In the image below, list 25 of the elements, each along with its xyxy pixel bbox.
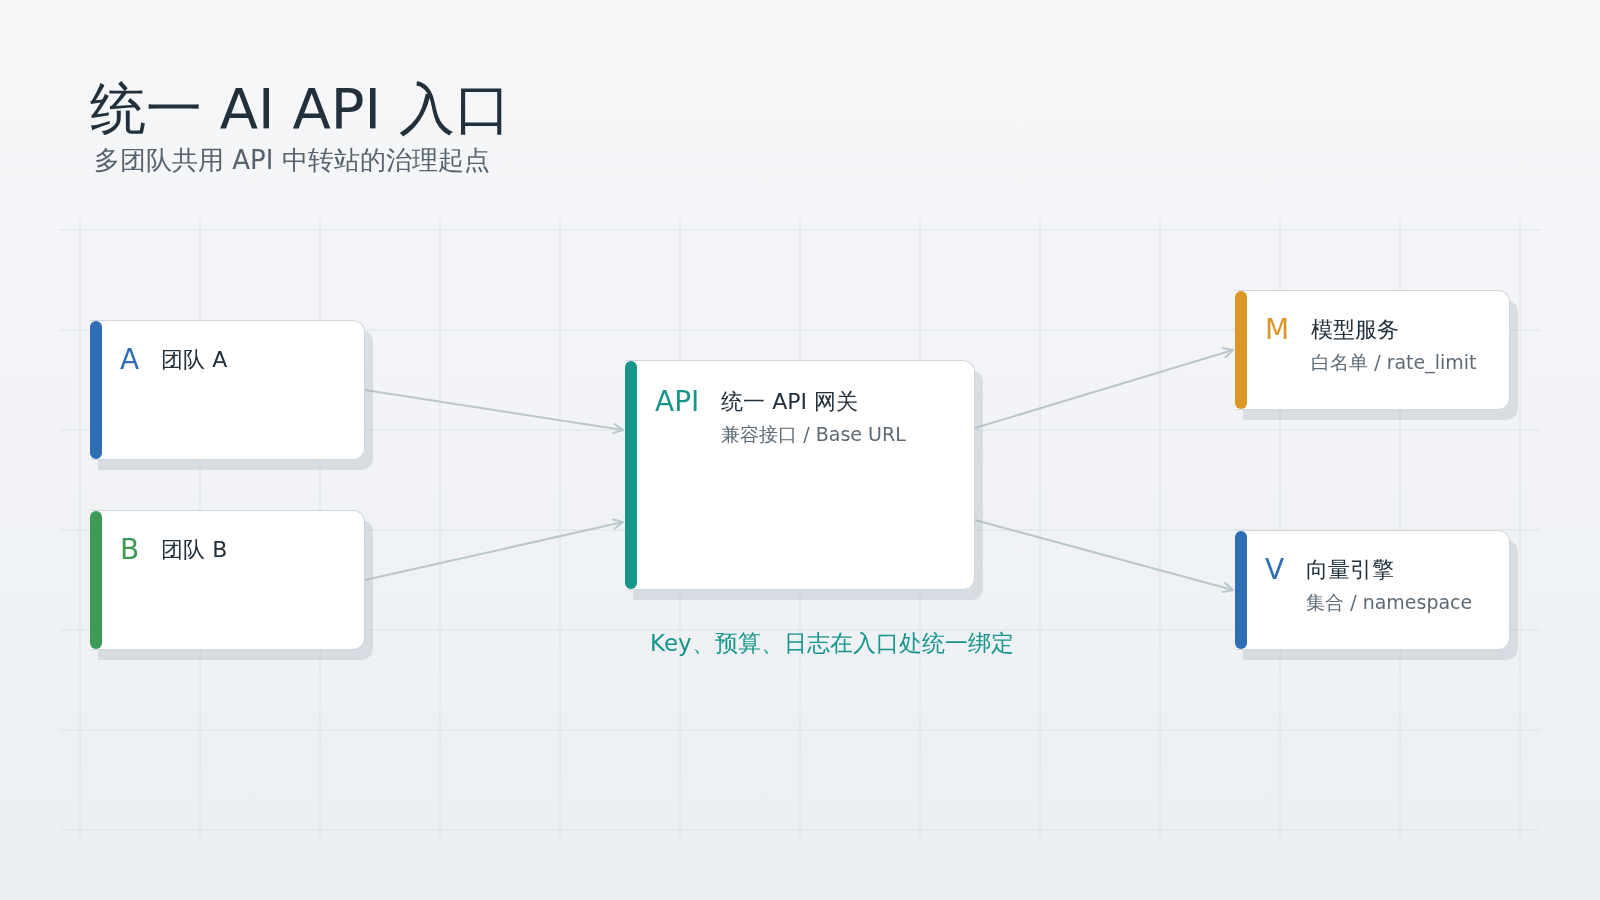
node-subtitle: 兼容接口 / Base URL: [721, 422, 906, 447]
node-title: 向量引擎: [1306, 556, 1396, 584]
note-text: Key、预算、日志在入口处统一绑定: [650, 629, 1014, 658]
node-title: 团队 B: [161, 536, 228, 564]
node-title: 模型服务: [1311, 316, 1401, 344]
arrow: [364, 389, 624, 435]
arrow: [974, 347, 1234, 429]
node-title: 团队 A: [161, 346, 228, 374]
node-card: [625, 360, 975, 590]
node-card: [1235, 290, 1510, 410]
arrow: [974, 519, 1234, 594]
title: 统一 AI API 入口: [90, 75, 511, 143]
badge-letter: M: [1265, 313, 1290, 347]
badge-letter: V: [1265, 553, 1285, 587]
arrow: [364, 518, 624, 581]
badge-letter: API: [655, 385, 700, 419]
node-card: [90, 510, 365, 650]
node-subtitle: 白名单 / rate_limit: [1311, 350, 1477, 376]
node-subtitle: 集合 / namespace: [1306, 590, 1473, 615]
node-card: [1235, 530, 1510, 650]
badge-letter: B: [120, 533, 140, 567]
subtitle: 多团队共用 API 中转站的治理起点: [94, 144, 490, 177]
node-title: 统一 API 网关: [721, 388, 860, 416]
badge-letter: A: [120, 343, 140, 377]
node-card: [90, 320, 365, 460]
